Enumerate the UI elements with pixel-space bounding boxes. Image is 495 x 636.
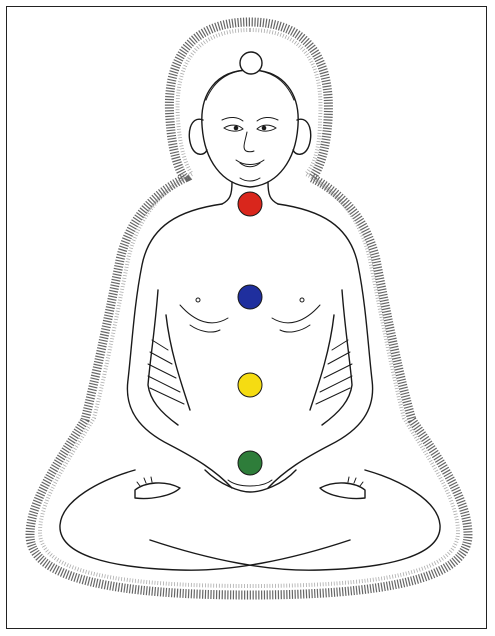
navel-chakra-dot <box>238 373 262 397</box>
heart-chakra-dot <box>238 285 262 309</box>
crown-chakra-dot <box>240 52 262 74</box>
crossed-legs <box>60 470 440 570</box>
sacral-chakra-dot <box>238 451 262 475</box>
torso <box>127 182 372 488</box>
throat-chakra-dot <box>238 192 262 216</box>
head <box>189 70 310 187</box>
